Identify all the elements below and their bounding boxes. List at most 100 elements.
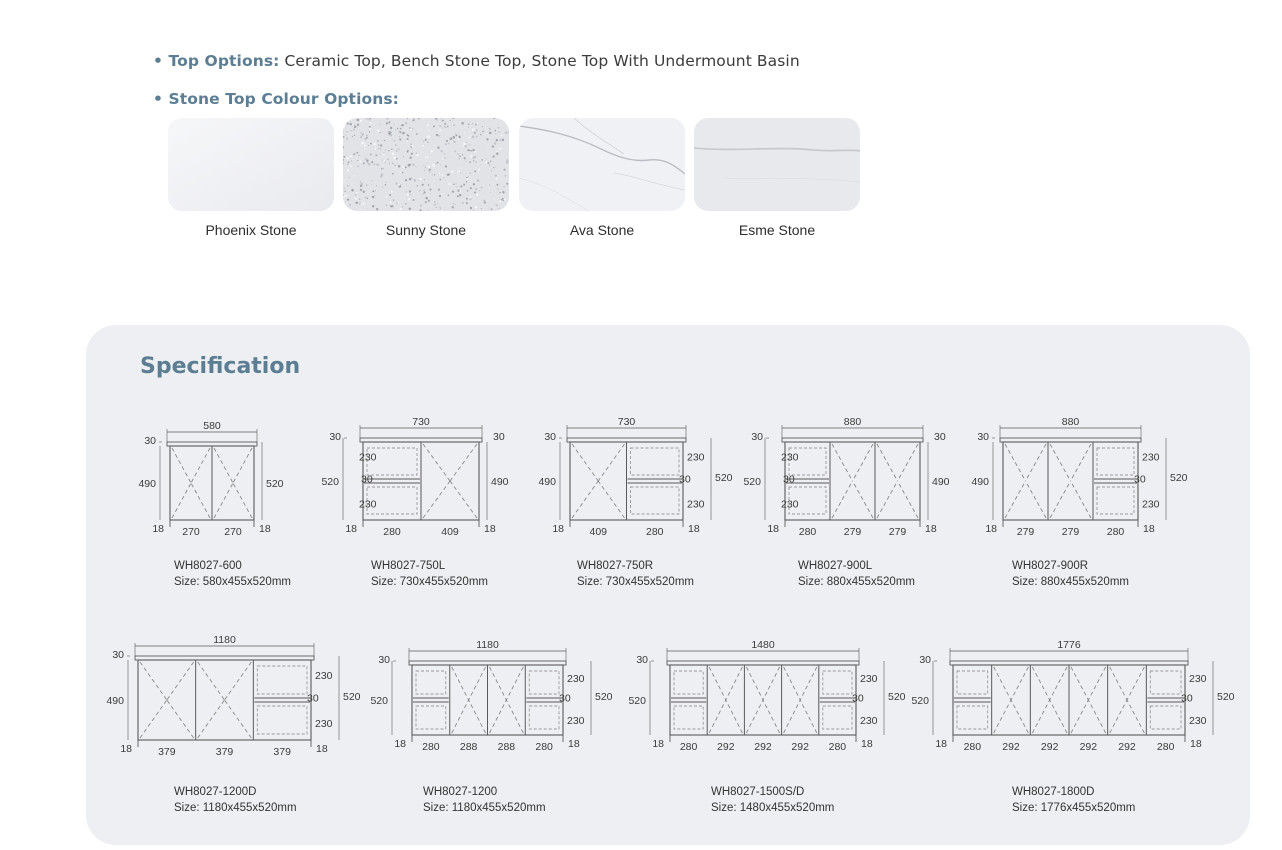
drawer-gap: 30 bbox=[559, 692, 571, 704]
total-height: 520 bbox=[888, 691, 906, 703]
drawer-height: 230 bbox=[359, 499, 377, 511]
foot-offset: 18 bbox=[552, 523, 564, 535]
door-swing-line bbox=[762, 666, 781, 701]
drawer-outline bbox=[822, 705, 853, 730]
door-swing-line bbox=[1126, 699, 1145, 734]
door-swing-line bbox=[571, 480, 599, 519]
door-swing-line bbox=[783, 699, 801, 734]
door-swing-line bbox=[232, 447, 253, 484]
drawer-outline bbox=[415, 705, 447, 730]
worktop bbox=[134, 655, 315, 661]
model-size: Size: 880x455x520mm bbox=[1012, 576, 1129, 588]
drawer-outline bbox=[788, 486, 827, 515]
foot-offset: 18 bbox=[1143, 523, 1155, 535]
width-dimension: 880 bbox=[1062, 416, 1080, 428]
drawer-outline bbox=[630, 447, 680, 476]
door-swing-line bbox=[468, 666, 486, 701]
door-swing-line bbox=[1087, 699, 1107, 734]
door-swing-line bbox=[1010, 666, 1029, 701]
total-height: 520 bbox=[343, 691, 361, 703]
door-swing-line bbox=[224, 699, 252, 739]
door-swing-line bbox=[213, 447, 234, 484]
foot-offset: 18 bbox=[935, 738, 947, 750]
drawer-outline bbox=[415, 670, 447, 695]
segment-width: 409 bbox=[441, 526, 459, 538]
foot-offset: 18 bbox=[345, 523, 357, 535]
segment-width: 280 bbox=[680, 741, 698, 753]
door-swing-line bbox=[449, 480, 478, 519]
segment-width: 280 bbox=[829, 741, 847, 753]
top-thickness: 30 bbox=[112, 649, 124, 661]
drawer-outline bbox=[366, 447, 418, 476]
drawer-outline bbox=[1096, 447, 1135, 476]
door-swing-line bbox=[422, 480, 451, 519]
top-thickness: 30 bbox=[919, 654, 931, 666]
door-swing-line bbox=[1004, 480, 1026, 519]
total-height: 520 bbox=[595, 691, 613, 703]
door-swing-line bbox=[1070, 443, 1092, 482]
door-swing-line bbox=[1109, 666, 1128, 701]
door-swing-line bbox=[876, 443, 898, 482]
segment-width: 292 bbox=[1080, 741, 1098, 753]
door-swing-line bbox=[762, 699, 781, 734]
model-code: WH8027-1800D bbox=[1012, 786, 1095, 798]
worktop bbox=[666, 660, 860, 666]
swatch-name-esme: Esme Stone bbox=[738, 222, 816, 238]
segment-width: 279 bbox=[889, 526, 907, 538]
door-swing-line bbox=[1049, 699, 1068, 734]
top-thickness: 30 bbox=[544, 431, 556, 443]
door-swing-line bbox=[897, 480, 919, 519]
swatch-name-phoenix: Phoenix Stone bbox=[205, 222, 297, 238]
door-swing-line bbox=[139, 699, 168, 739]
drawer-height: 230 bbox=[315, 670, 333, 682]
model-size: Size: 880x455x520mm bbox=[798, 576, 915, 588]
drawer-outline bbox=[528, 705, 560, 730]
drawer-outline bbox=[822, 670, 853, 695]
width-dimension: 1480 bbox=[751, 639, 775, 651]
door-swing-line bbox=[449, 443, 478, 482]
drawer-outline bbox=[788, 447, 827, 476]
worktop bbox=[999, 437, 1142, 443]
width-dimension: 1776 bbox=[1057, 639, 1081, 651]
model-size: Size: 1480x455x520mm bbox=[711, 802, 835, 814]
total-height: 520 bbox=[1217, 691, 1235, 703]
cabinet-body bbox=[784, 441, 921, 521]
foot-offset: 18 bbox=[120, 743, 132, 755]
segment-width: 292 bbox=[1118, 741, 1136, 753]
door-swing-line bbox=[1070, 480, 1092, 519]
model-code: WH8027-750L bbox=[371, 560, 446, 572]
door-swing-line bbox=[166, 699, 195, 739]
model-code: WH8027-600 bbox=[174, 560, 242, 572]
segment-width: 279 bbox=[1017, 526, 1035, 538]
door-swing-line bbox=[171, 482, 192, 519]
door-swing-line bbox=[197, 661, 225, 701]
drawer-outline bbox=[1149, 705, 1182, 730]
carcass-height: 490 bbox=[491, 476, 509, 488]
drawer-height: 230 bbox=[860, 715, 878, 727]
swatch-name-ava: Ava Stone bbox=[569, 222, 635, 238]
segment-width: 280 bbox=[1107, 526, 1125, 538]
door-swing-line bbox=[897, 443, 919, 482]
door-swing-line bbox=[876, 480, 898, 519]
door-swing-line bbox=[571, 443, 599, 482]
drawer-gap: 30 bbox=[1181, 692, 1193, 704]
swatch-name-sunny: Sunny Stone bbox=[385, 222, 467, 238]
swatch-esme-stone bbox=[694, 118, 860, 211]
drawer-height: 230 bbox=[781, 452, 799, 464]
model-code: WH8027-1200D bbox=[174, 786, 257, 798]
drawer-height: 230 bbox=[781, 499, 799, 511]
door-swing-line bbox=[708, 699, 727, 734]
door-swing-line bbox=[783, 666, 801, 701]
foot-offset: 18 bbox=[985, 523, 997, 535]
foot-offset: 18 bbox=[688, 523, 700, 535]
segment-width: 379 bbox=[273, 746, 291, 758]
model-code: WH8027-750R bbox=[577, 560, 654, 572]
door-swing-line bbox=[597, 480, 625, 519]
door-swing-line bbox=[505, 699, 524, 734]
door-swing-line bbox=[725, 666, 743, 701]
cabinet-body bbox=[1002, 441, 1139, 521]
door-swing-line bbox=[1049, 480, 1071, 519]
drawer-outline bbox=[673, 670, 704, 695]
